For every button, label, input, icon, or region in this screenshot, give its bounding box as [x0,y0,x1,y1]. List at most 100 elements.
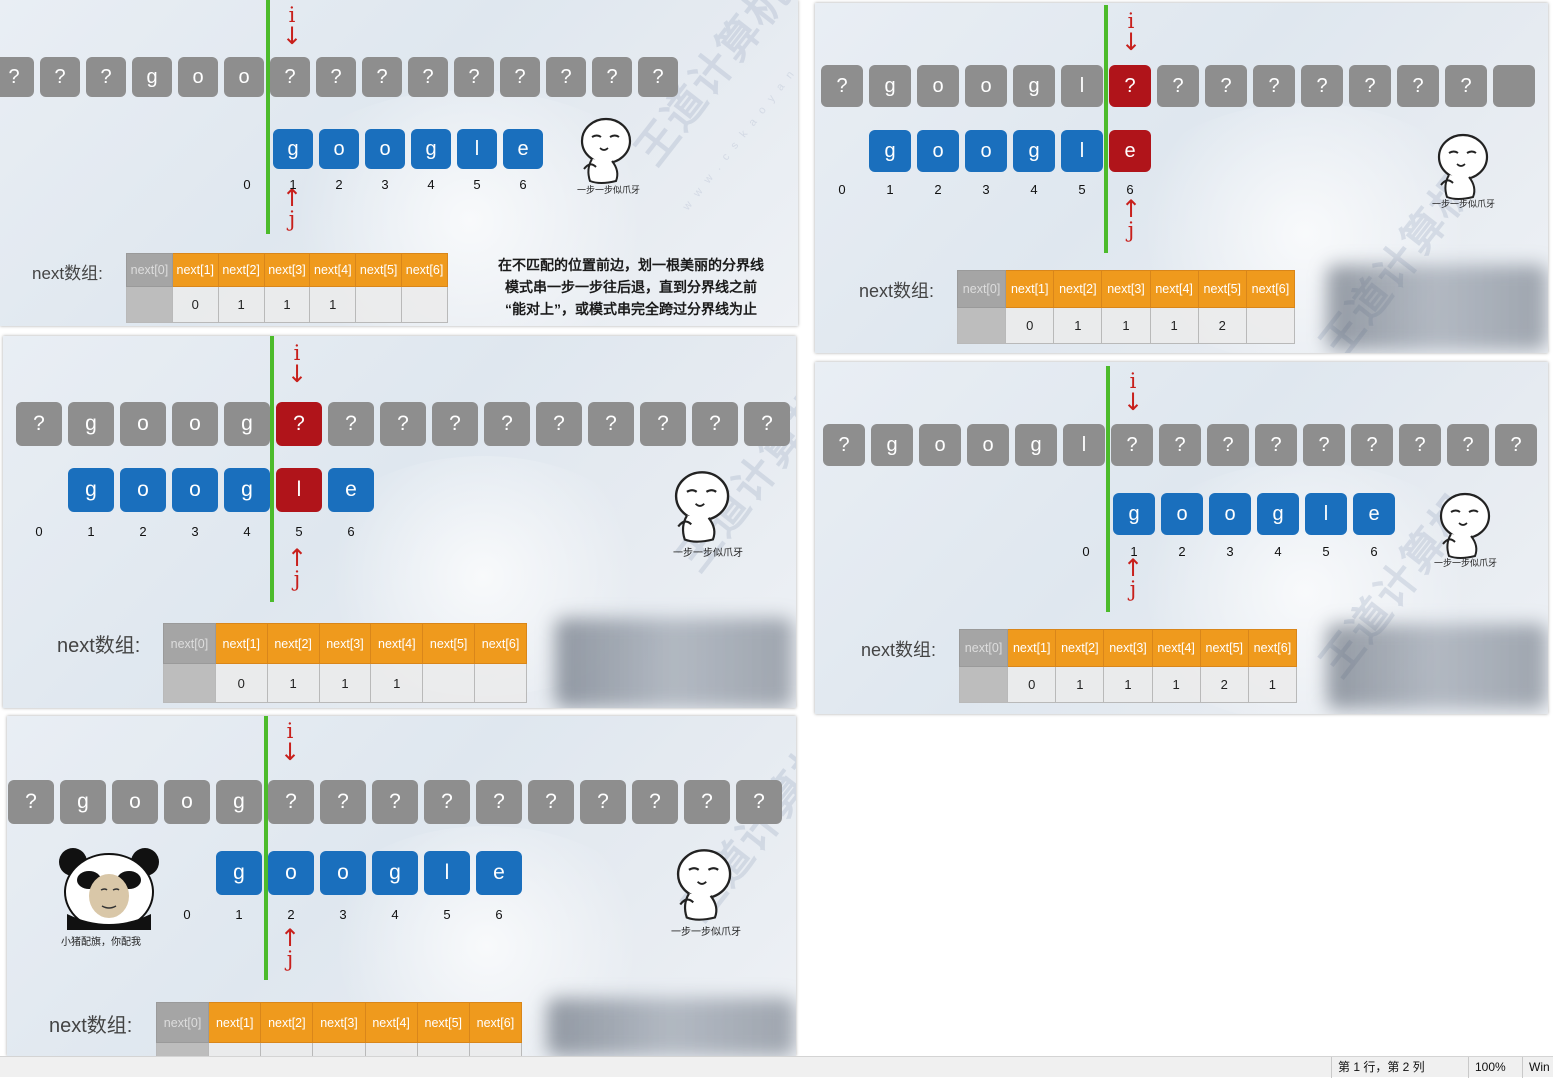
line-ending[interactable]: Win [1522,1057,1553,1078]
pointer-i-label: i [288,3,296,27]
next-value: 2 [1197,307,1247,344]
explanation-note: 在不匹配的位置前边，划一根美丽的分界线 模式串一步一步往后退，直到分界线之前 “… [470,254,792,320]
meme-face-icon [1437,133,1489,200]
pointer-j-label: j [286,947,294,971]
next-array-label: next数组: [32,264,103,283]
text-cell [1493,65,1535,107]
text-cell: o [224,57,264,97]
text-cell: ? [0,57,34,97]
meme-face-image: 一步一步似爪牙 [663,468,753,559]
meme-caption: 一步一步似爪牙 [577,185,641,195]
pattern-cell: g [1013,130,1055,172]
next-value: 1 [1101,307,1151,344]
next-header: next[5] [422,623,476,664]
meme-caption: 一步一步似爪牙 [1434,558,1498,568]
pattern-cell: g [869,130,911,172]
down-arrow-icon: ↓ [1122,388,1144,416]
next-array-table: next[0] next[1] next[2] next[3] next[4] … [155,1002,523,1056]
next-value: 1 [1103,666,1153,703]
index-label: 4 [391,907,399,922]
pointer-j-label: j [1129,577,1137,601]
next-header: next[4] [1149,270,1199,308]
index-label: 5 [1322,544,1330,559]
next-header: next[0] [155,1002,210,1043]
zoom-level[interactable]: 100% [1468,1057,1522,1078]
index-label: 1 [289,177,297,192]
text-cell: ? [1397,65,1439,107]
text-cell: ? [536,402,582,446]
text-cell: ? [484,402,530,446]
next-value: 1 [370,663,424,703]
next-header: next[1] [208,1002,262,1043]
divider-line [1106,366,1110,612]
index-label: 1 [886,182,894,197]
text-cell: ? [362,57,402,97]
meme-face-icon [1439,492,1491,559]
pattern-cell: e [476,851,522,895]
next-header: next[4] [1151,629,1201,667]
next-header: next[6] [1245,270,1296,308]
next-value [126,286,173,323]
next-value [401,286,448,323]
next-header: next[3] [263,253,311,287]
up-arrow-icon: ↑ [1122,554,1144,582]
pointer-i-label: i [1129,369,1137,393]
index-label: 6 [495,907,503,922]
pointer-i-label: i [1127,9,1135,33]
text-cell: l [1061,65,1103,107]
pointer-j: ↑j [279,924,301,971]
next-value: 2 [416,1042,470,1056]
index-label: 5 [473,177,481,192]
text-cell: g [869,65,911,107]
blurred-region [555,618,793,708]
pointer-j-label: j [1127,218,1135,242]
up-arrow-icon: ↑ [281,184,303,212]
next-header: next[0] [126,253,173,287]
meme-caption: 一步一步似爪牙 [1432,199,1496,209]
divider-line [266,0,270,234]
index-label: 2 [1178,544,1186,559]
text-cell: ? [632,780,678,824]
text-cell: ? [1205,65,1247,107]
text-cell: ? [1301,65,1343,107]
text-cell: ? [546,57,586,97]
next-value [468,1042,523,1056]
cursor-position: 第 1 行，第 2 列 [1331,1057,1468,1078]
text-cell: ? [270,57,310,97]
next-header: next[2] [1053,270,1103,308]
text-cell: ? [86,57,126,97]
pattern-cell: g [1257,493,1299,535]
text-cell: ? [1255,424,1297,466]
text-cell: ? [1111,424,1153,466]
index-label: 0 [183,907,191,922]
divider-line [270,336,274,602]
text-cell: l [1063,424,1105,466]
index-label: 2 [139,524,147,539]
text-cell: o [967,424,1009,466]
next-value: 1 [266,663,320,703]
text-cell-mismatch: ? [1109,65,1151,107]
text-cell: ? [1303,424,1345,466]
next-value [958,666,1009,703]
next-value: 0 [208,1042,262,1056]
pattern-cell: o [320,851,366,895]
up-arrow-icon: ↑ [279,924,301,952]
text-cell: ? [432,402,478,446]
text-cell: ? [1445,65,1487,107]
next-header: next[2] [266,623,320,664]
next-header: next[0] [958,629,1009,667]
note-line: 在不匹配的位置前边，划一根美丽的分界线 [498,257,764,273]
pattern-cell: l [1061,130,1103,172]
status-bar: 第 1 行，第 2 列 100% Win [0,1056,1553,1078]
next-value: 0 [1007,666,1057,703]
meme-face-icon [674,471,730,543]
text-cell: ? [380,402,426,446]
pattern-cell: l [457,129,497,169]
index-label: 4 [1274,544,1282,559]
text-cell: ? [692,402,738,446]
pattern-cell: o [965,130,1007,172]
pattern-cell: e [328,468,374,512]
pattern-cell: l [1305,493,1347,535]
next-header: next[5] [416,1002,470,1043]
next-header: next[4] [364,1002,418,1043]
